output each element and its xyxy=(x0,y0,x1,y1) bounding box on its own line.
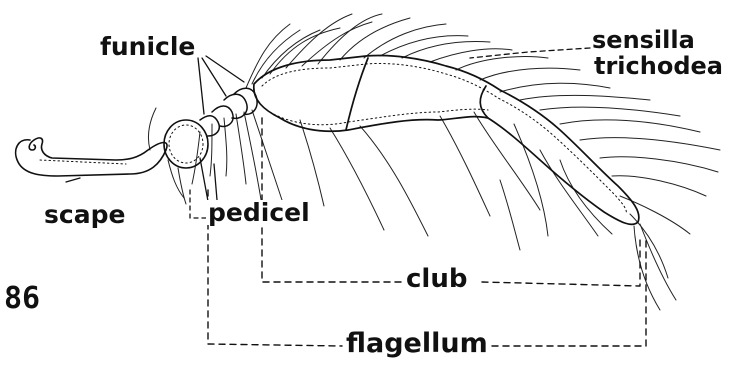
pedicel-bracket xyxy=(190,190,206,218)
pedicel-segment xyxy=(164,120,208,168)
scape-segment xyxy=(16,138,167,176)
scape-label: scape xyxy=(42,202,127,227)
pedicel-label: pedicel xyxy=(206,200,312,225)
funicle-label: funicle xyxy=(98,34,197,59)
club-bracket xyxy=(262,118,640,286)
flagellum-label: flagellum xyxy=(344,330,490,357)
club-label: club xyxy=(404,266,469,292)
pointer-lines xyxy=(66,48,590,212)
figure-number: 86 xyxy=(4,284,40,314)
sensilla-label: sensilla xyxy=(590,28,697,52)
funicle-segments xyxy=(200,88,257,136)
trichodea-label: trichodea xyxy=(592,54,725,78)
